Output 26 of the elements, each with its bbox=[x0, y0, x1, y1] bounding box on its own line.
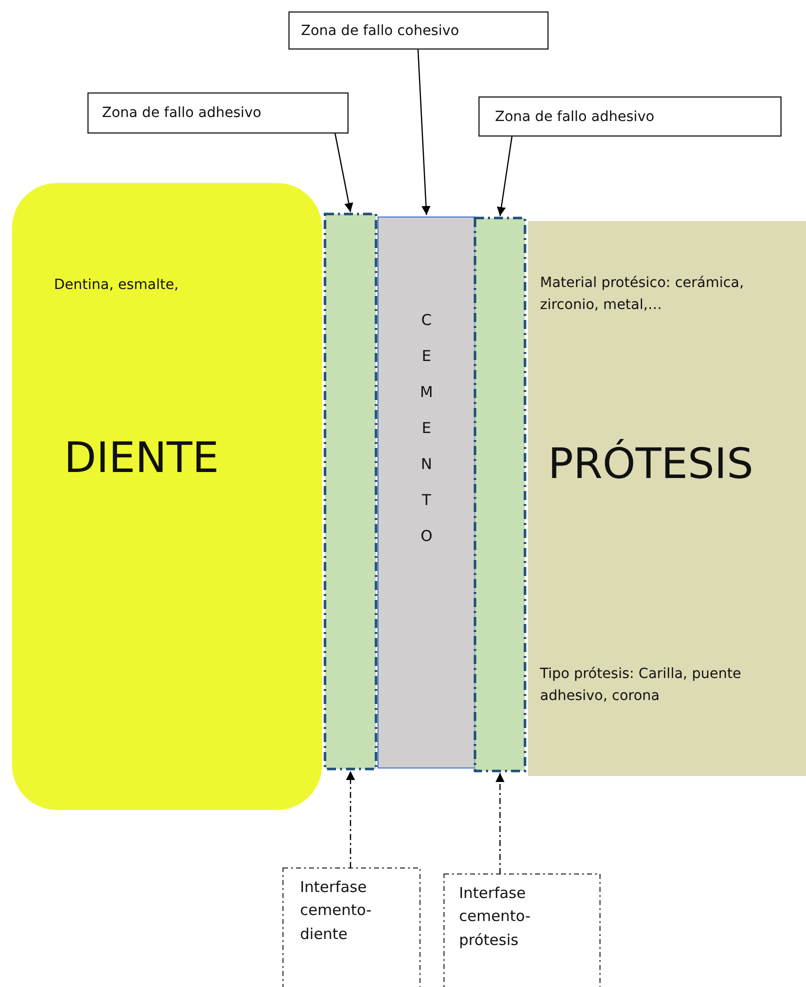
label-box bbox=[289, 12, 548, 49]
arrow bbox=[334, 132, 354, 212]
label-text: Zona de fallo adhesivo bbox=[495, 108, 656, 127]
label-text: Dentina, esmalte, bbox=[54, 276, 180, 295]
prosthesis-panel bbox=[528, 221, 806, 776]
tooth-panel bbox=[12, 183, 322, 810]
title-text: PRÓTESIS bbox=[548, 441, 754, 488]
vertical-label: CEMENTO bbox=[419, 310, 434, 547]
label-text: Material protésico: cerámica, zirconio, metal,… bbox=[540, 274, 745, 315]
label-text: Interfase cemento-prótesis bbox=[459, 883, 532, 950]
arrow bbox=[496, 773, 504, 874]
cement-layer bbox=[378, 217, 475, 768]
dashed-label-box bbox=[444, 874, 600, 987]
interface-layer bbox=[325, 214, 376, 769]
label-text: Tipo prótesis: Carilla, puente adhesivo, corona bbox=[540, 665, 742, 706]
label-text: Interfase cemento-diente bbox=[300, 877, 373, 944]
label-text: Zona de fallo cohesivo bbox=[301, 22, 460, 41]
interface-layer bbox=[475, 218, 525, 771]
arrow bbox=[346, 771, 355, 868]
arrow bbox=[496, 136, 513, 216]
label-text: Zona de fallo adhesivo bbox=[102, 104, 262, 123]
label-box bbox=[88, 93, 348, 133]
arrow bbox=[417, 48, 431, 216]
dashed-label-box bbox=[283, 868, 420, 987]
title-text: DIENTE bbox=[64, 435, 220, 482]
label-box bbox=[479, 97, 781, 136]
